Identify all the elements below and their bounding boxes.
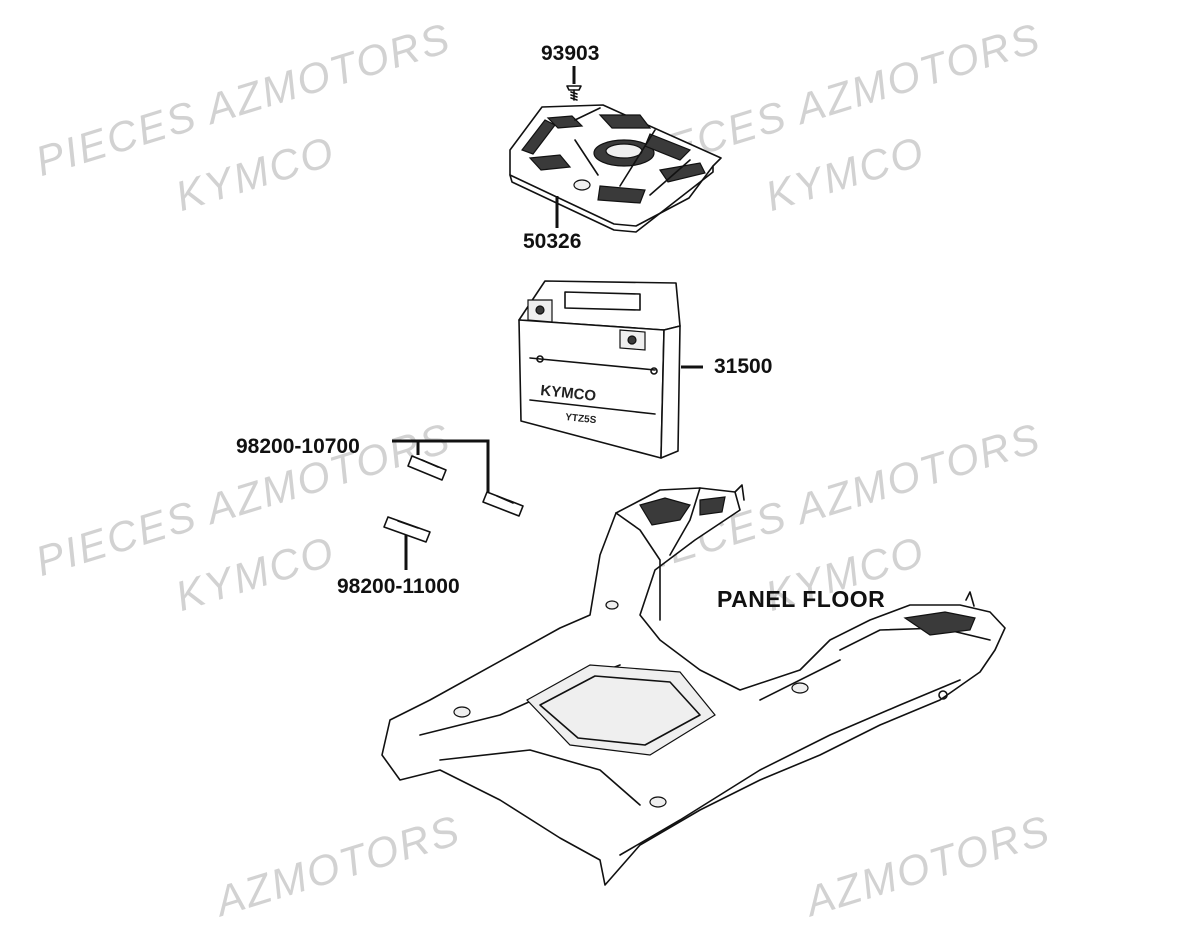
parts-diagram: KYMCO YTZ5S xyxy=(381,66,1006,886)
panel-floor[interactable] xyxy=(381,484,1006,886)
panel-floor-label: PANEL FLOOR xyxy=(717,586,886,612)
fuse-98200-11000[interactable] xyxy=(383,516,431,543)
battery-31500[interactable]: KYMCO YTZ5S xyxy=(518,280,681,459)
screw-93903[interactable] xyxy=(566,66,582,101)
part-number-31500[interactable]: 31500 xyxy=(714,355,773,378)
fuse-98200-10700-b[interactable] xyxy=(482,491,524,517)
part-number-50326[interactable]: 50326 xyxy=(523,230,582,253)
battery-cover-50326[interactable] xyxy=(509,104,722,233)
leader-98200-10700 xyxy=(392,439,490,492)
battery-brand-print: KYMCO xyxy=(540,382,598,405)
part-number-93903[interactable]: 93903 xyxy=(541,42,600,65)
fuse-98200-10700-a[interactable] xyxy=(407,455,447,481)
part-number-98200-11000[interactable]: 98200-11000 xyxy=(337,575,460,598)
battery-model-print: YTZ5S xyxy=(565,412,597,426)
part-number-98200-10700[interactable]: 98200-10700 xyxy=(236,435,360,458)
